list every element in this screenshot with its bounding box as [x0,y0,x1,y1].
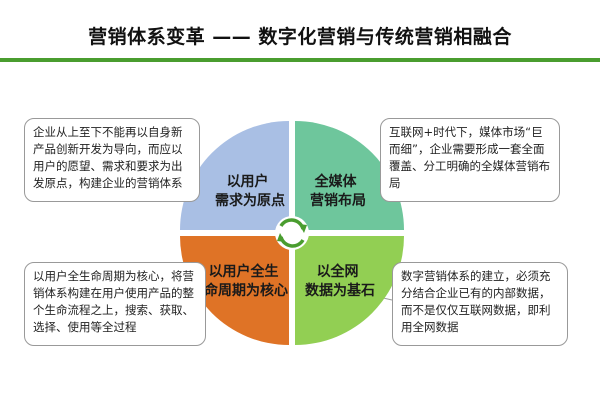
quadrant-label-top-right-line2: 营销布局 [310,192,366,209]
svg-text:以用户 需求为原点: 以用户 需求为原点 [215,173,285,209]
cycle-arrowhead-left [277,233,285,242]
svg-text:全媒体 营销布局: 全媒体 营销布局 [310,173,366,209]
quadrant-label-bottom-right-line1: 以全网 [317,263,359,280]
svg-text:以全网 数据为基石: 以全网 数据为基石 [305,263,375,299]
note-top-right: 互联网+时代下，媒体市场“巨而细”，企业需要形成一套全面覆盖、分工明确的全媒体营… [380,118,560,202]
svg-text:以用户全生 命周期为核心: 以用户全生 命周期为核心 [203,263,288,299]
quadrant-label-bottom-right-line2: 数据为基石 [305,282,375,299]
note-bottom-left: 以用户全生命周期为核心，将营销体系构建在用户使用产品的整个生命流程之上，搜索、获… [24,262,206,346]
quadrant-label-top-right-line1: 全媒体 [314,173,358,190]
note-top-left: 企业从上至下不能再以自身新产品创新开发为导向，而应以用户的愿望、需求和要求为出发… [24,118,200,202]
quadrant-top-left [180,121,289,230]
quadrant-bottom-right [295,236,404,345]
quadrant-label-top-left-line2: 需求为原点 [215,192,285,209]
quadrant-top-right [295,121,404,230]
cycle-arrowhead-right [299,224,307,233]
page-title: 营销体系变革 —— 数字化营销与传统营销相融合 [88,26,512,48]
quadrant-bottom-left [180,236,289,345]
quadrant-label-bottom-left-line1: 以用户全生 [209,263,279,280]
title-underline [0,58,600,62]
quadrant-label-top-left-line1: 以用户 [227,173,269,190]
note-bottom-right: 数字营销体系的建立，必须充分结合企业已有的内部数据，而不是仅仅互联网数据，即利用… [392,262,568,346]
quadrant-label-bottom-left-line2: 命周期为核心 [203,282,288,299]
